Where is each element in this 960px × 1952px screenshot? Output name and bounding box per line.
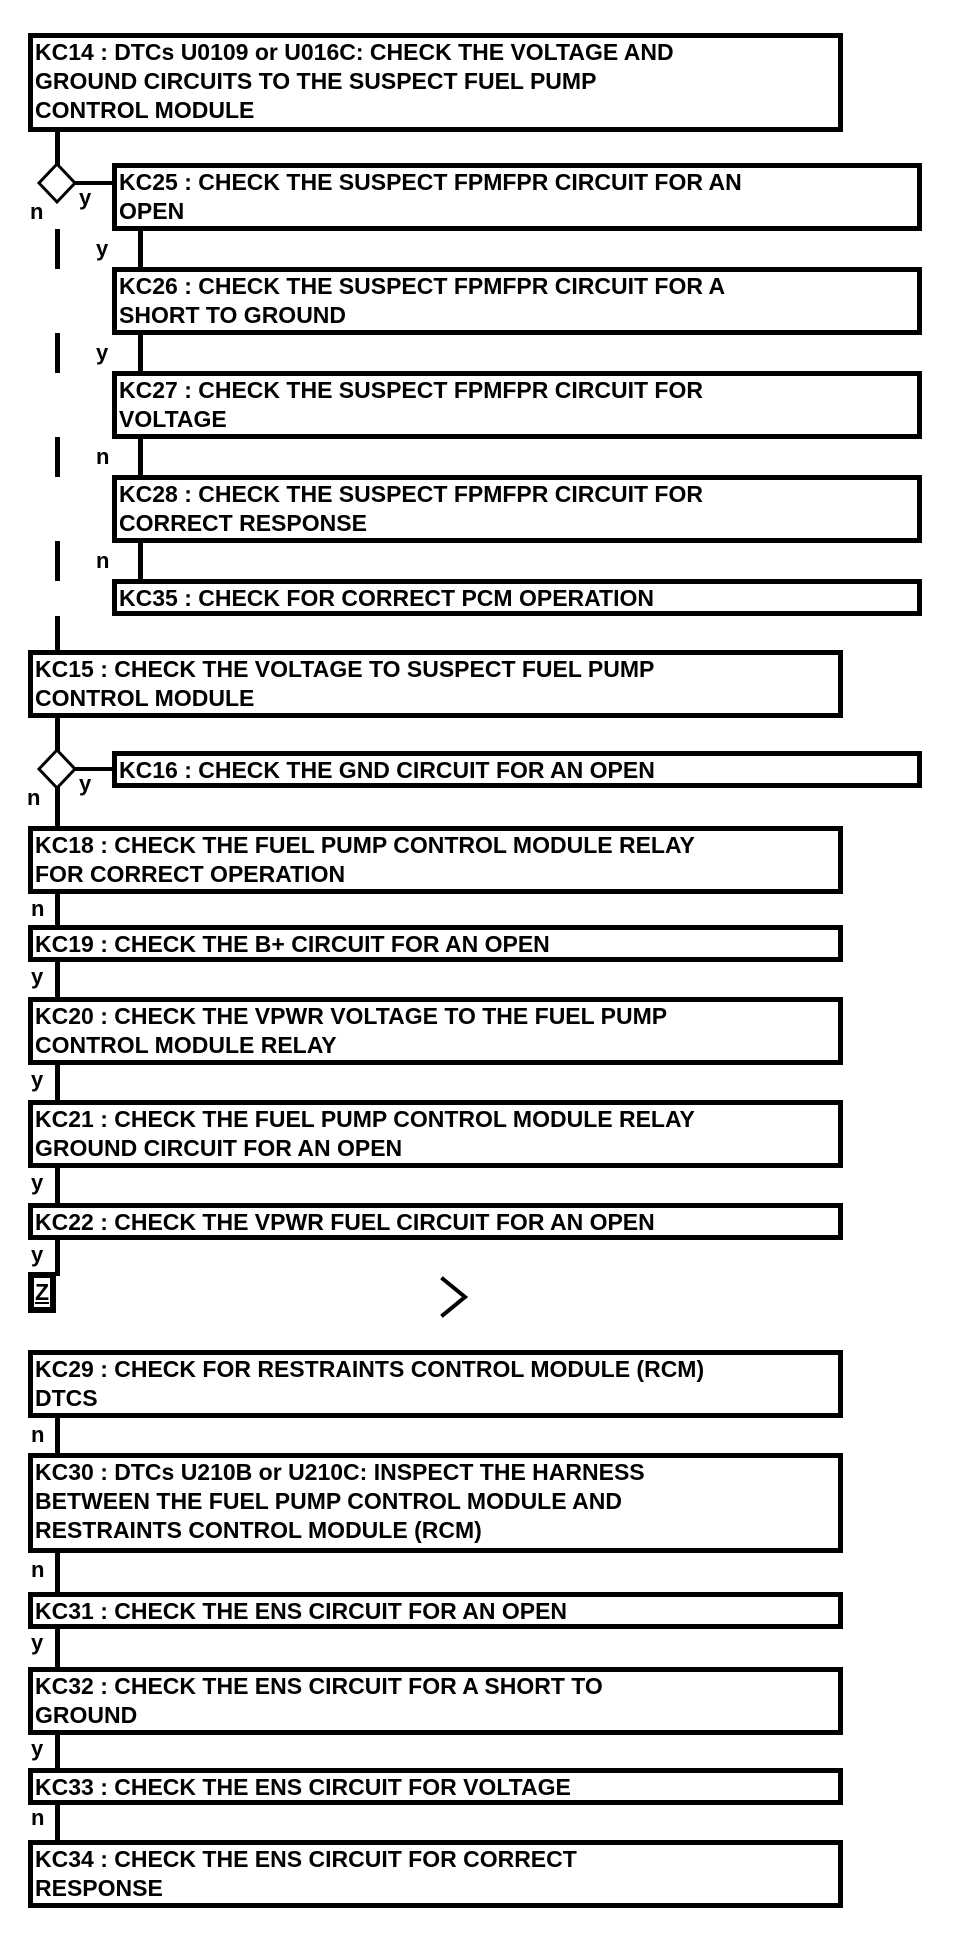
- flow-step-kc22: KC22 : CHECK THE VPWR FUEL CIRCUIT FOR A…: [28, 1203, 843, 1240]
- connector-line-dash: [55, 616, 60, 652]
- flow-step-kc31: KC31 : CHECK THE ENS CIRCUIT FOR AN OPEN: [28, 1592, 843, 1629]
- connector-line: [138, 228, 143, 269]
- branch-label-n: n: [96, 548, 110, 573]
- flow-step-kc25: KC25 : CHECK THE SUSPECT FPMFPR CIRCUIT …: [112, 163, 922, 231]
- connector-line: [138, 540, 143, 581]
- decision-diamond-icon: [36, 161, 78, 205]
- flow-step-kc19: KC19 : CHECK THE B+ CIRCUIT FOR AN OPEN: [28, 925, 843, 962]
- connector-line: [138, 332, 143, 373]
- trunk-connector-lines: [55, 130, 60, 1842]
- flow-step-kc18: KC18 : CHECK THE FUEL PUMP CONTROL MODUL…: [28, 826, 843, 894]
- branch-label-y: y: [31, 1242, 44, 1267]
- connector-line-dash: [55, 541, 60, 581]
- branch-label-n: n: [30, 199, 44, 224]
- connector-line: [55, 785, 60, 828]
- connector-line: [55, 892, 60, 927]
- branch-label-n: n: [31, 1557, 45, 1582]
- flow-step-kc16: KC16 : CHECK THE GND CIRCUIT FOR AN OPEN: [112, 751, 922, 788]
- branch-label-y: y: [31, 1067, 44, 1092]
- branch-label-y: y: [31, 1736, 44, 1761]
- flow-step-kc27: KC27 : CHECK THE SUSPECT FPMFPR CIRCUIT …: [112, 371, 922, 439]
- branch-label-y: y: [31, 964, 44, 989]
- connector-line: [55, 960, 60, 999]
- branch-label-y: y: [79, 185, 92, 210]
- connector-line: [55, 1238, 60, 1276]
- connector-line-dash: [55, 333, 60, 373]
- connector-line: [55, 1063, 60, 1102]
- connector-line: [55, 1166, 60, 1205]
- connector-line: [55, 1551, 60, 1594]
- off-page-connector-label: Z: [34, 1279, 50, 1305]
- branch-label-n: n: [31, 1805, 45, 1830]
- decision-diamond-icon: [36, 747, 78, 791]
- off-page-connector: Z: [28, 1272, 56, 1313]
- flow-step-kc14: KC14 : DTCs U0109 or U016C: CHECK THE VO…: [28, 33, 843, 132]
- connector-line: [55, 1627, 60, 1669]
- flow-step-kc20: KC20 : CHECK THE VPWR VOLTAGE TO THE FUE…: [28, 997, 843, 1065]
- connector-line: [55, 130, 60, 167]
- flow-step-kc21: KC21 : CHECK THE FUEL PUMP CONTROL MODUL…: [28, 1100, 843, 1168]
- connector-line: [74, 767, 116, 771]
- flow-step-kc34: KC34 : CHECK THE ENS CIRCUIT FOR CORRECT…: [28, 1840, 843, 1908]
- connector-line: [55, 716, 60, 754]
- branch-label-n: n: [96, 444, 110, 469]
- connector-line: [55, 1803, 60, 1842]
- branch-label-y: y: [79, 771, 92, 796]
- connector-line: [138, 436, 143, 477]
- branch-label-n: n: [27, 785, 41, 810]
- chevron-right-icon: [440, 1276, 469, 1318]
- branch-label-n: n: [31, 896, 45, 921]
- flow-step-kc26: KC26 : CHECK THE SUSPECT FPMFPR CIRCUIT …: [112, 267, 922, 335]
- branch-label-n: n: [31, 1422, 45, 1447]
- flow-step-kc15: KC15 : CHECK THE VOLTAGE TO SUSPECT FUEL…: [28, 650, 843, 718]
- branch-label-y: y: [96, 236, 109, 261]
- indent-connector-lines: [138, 228, 143, 581]
- flow-step-kc30: KC30 : DTCs U210B or U210C: INSPECT THE …: [28, 1453, 843, 1553]
- connector-line: [55, 1416, 60, 1455]
- flow-step-kc33: KC33 : CHECK THE ENS CIRCUIT FOR VOLTAGE: [28, 1768, 843, 1805]
- flow-step-kc35: KC35 : CHECK FOR CORRECT PCM OPERATION: [112, 579, 922, 616]
- flow-step-kc28: KC28 : CHECK THE SUSPECT FPMFPR CIRCUIT …: [112, 475, 922, 543]
- connector-line: [74, 181, 116, 185]
- flow-step-kc32: KC32 : CHECK THE ENS CIRCUIT FOR A SHORT…: [28, 1667, 843, 1735]
- branch-label-y: y: [31, 1170, 44, 1195]
- connector-line-dash: [55, 437, 60, 477]
- branch-label-y: y: [31, 1630, 44, 1655]
- connector-line-dash: [55, 229, 60, 269]
- connector-line: [55, 1733, 60, 1770]
- flow-step-kc29: KC29 : CHECK FOR RESTRAINTS CONTROL MODU…: [28, 1350, 843, 1418]
- branch-label-y: y: [96, 340, 109, 365]
